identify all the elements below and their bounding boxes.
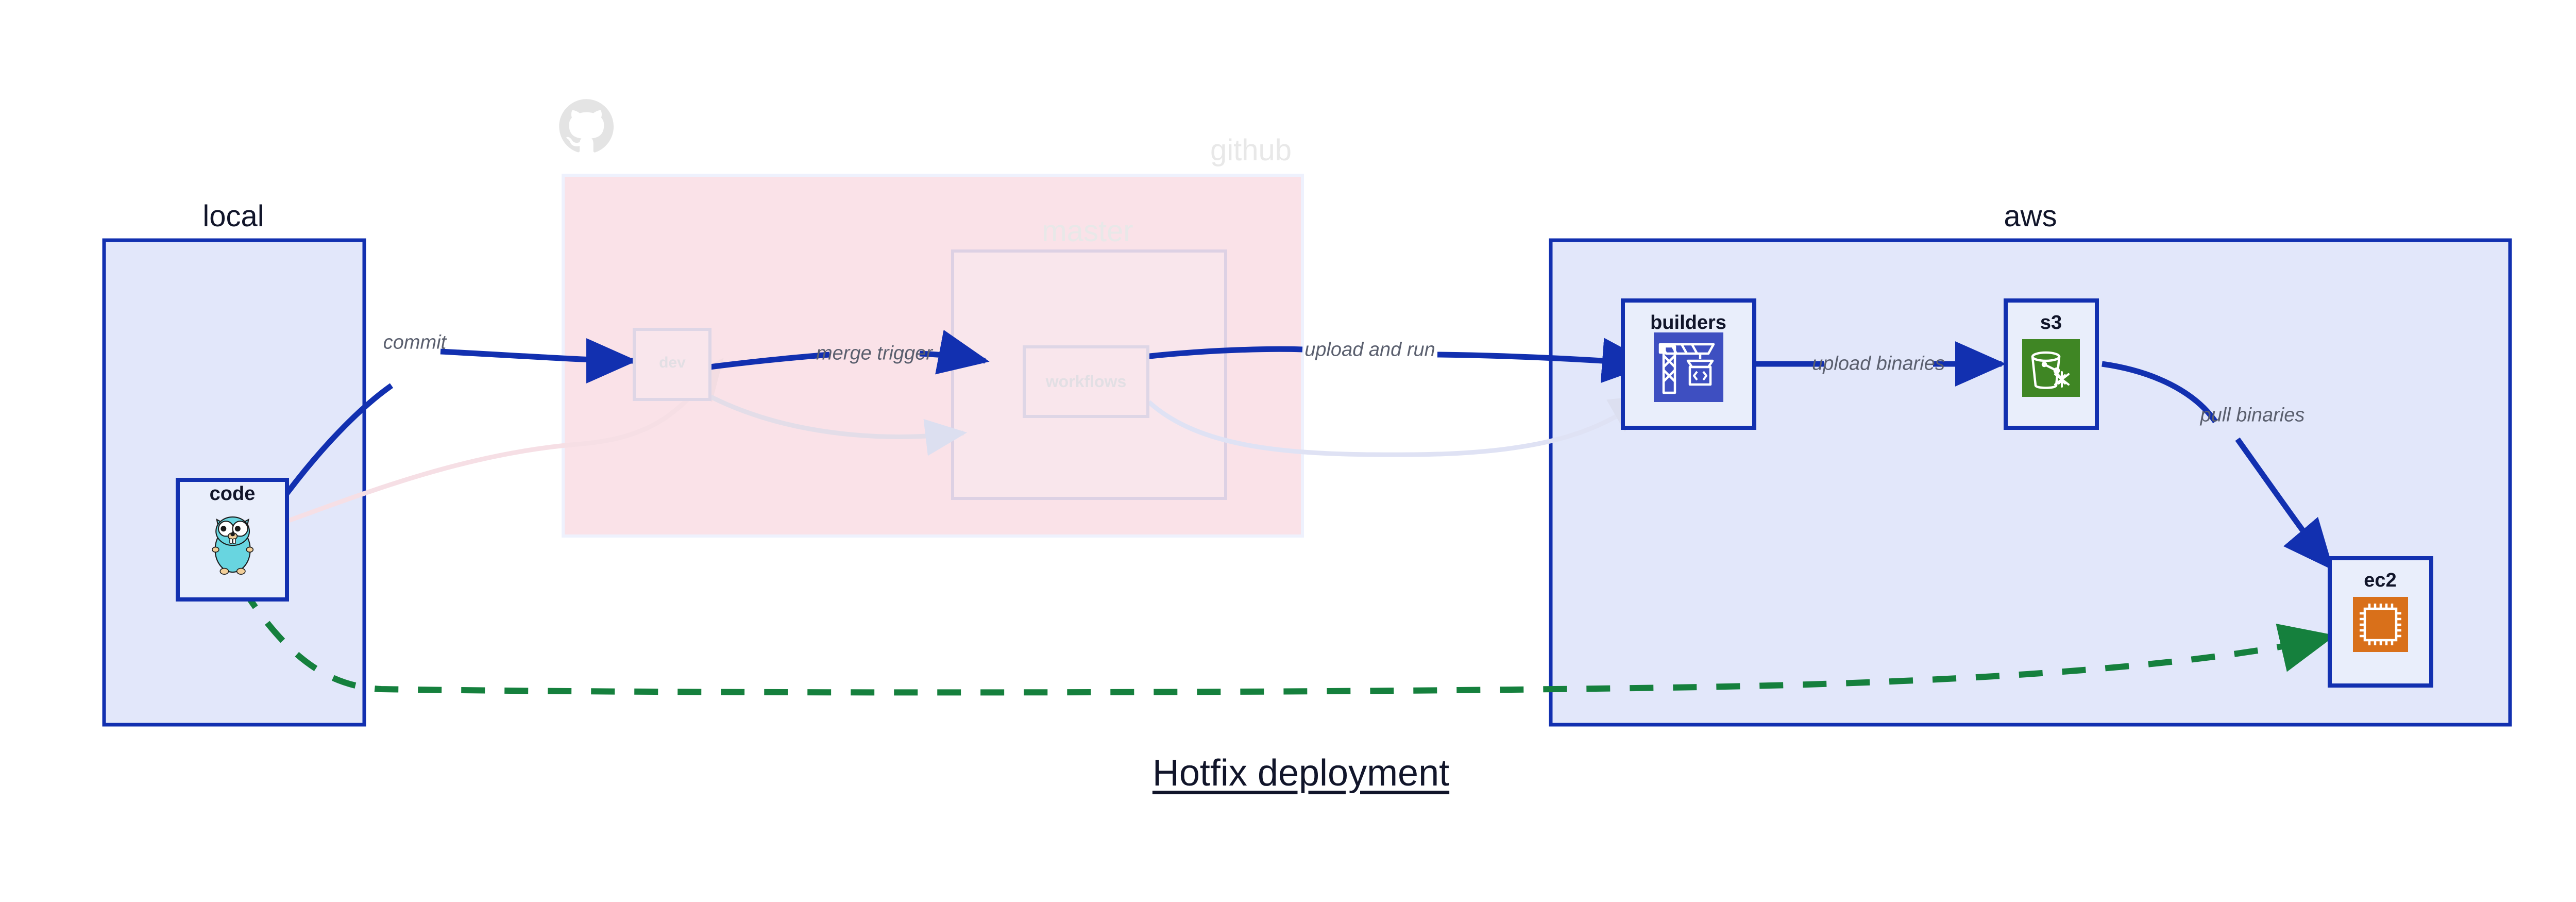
edge-merge-trigger-a <box>709 352 830 370</box>
group-label-github: github <box>1210 133 1292 167</box>
diagram-title: Hotfix deployment <box>1152 753 1450 794</box>
edge-label-commit: commit <box>383 331 447 354</box>
edge-ghost-wf-builders <box>1147 395 1652 457</box>
crane-code-icon <box>1654 332 1723 402</box>
node-label-code: code <box>209 483 256 505</box>
node-label-builders: builders <box>1650 312 1726 333</box>
subgroup-label-master: master <box>1042 214 1133 248</box>
edge-label-pull-binaries: pull binaries <box>2200 404 2305 426</box>
edge-hotfix-dashed <box>239 586 2336 696</box>
edge-upload-and-run-a <box>1144 346 1303 360</box>
edge-ghost-dev-wf <box>709 394 968 456</box>
edge-merge-trigger-b <box>919 329 990 375</box>
edge-pull-binaries-b <box>2235 437 2334 571</box>
node-dev[interactable] <box>633 328 711 401</box>
edge-ghost-code-dev <box>287 358 724 523</box>
cpu-chip-icon <box>2353 597 2408 652</box>
group-label-local: local <box>202 199 264 233</box>
node-workflows[interactable] <box>1023 345 1149 418</box>
s3-bucket-icon <box>2022 339 2080 397</box>
node-label-dev: dev <box>659 354 686 371</box>
edge-label-upload-and-run: upload and run <box>1304 339 1435 361</box>
github-octocat-icon <box>559 99 614 153</box>
node-label-s3: s3 <box>2040 312 2062 333</box>
edge-label-upload-binaries: upload binaries <box>1812 353 1945 375</box>
go-gopher-icon <box>212 516 254 575</box>
edge-label-merge-trigger: merge trigger <box>816 342 933 364</box>
node-label-ec2: ec2 <box>2364 570 2397 591</box>
group-label-aws: aws <box>2004 199 2057 233</box>
edge-pull-binaries-a <box>2102 361 2218 424</box>
edge-commit-a <box>276 383 394 507</box>
node-label-workflows: workflows <box>1045 372 1127 391</box>
edge-commit-b <box>440 338 637 383</box>
